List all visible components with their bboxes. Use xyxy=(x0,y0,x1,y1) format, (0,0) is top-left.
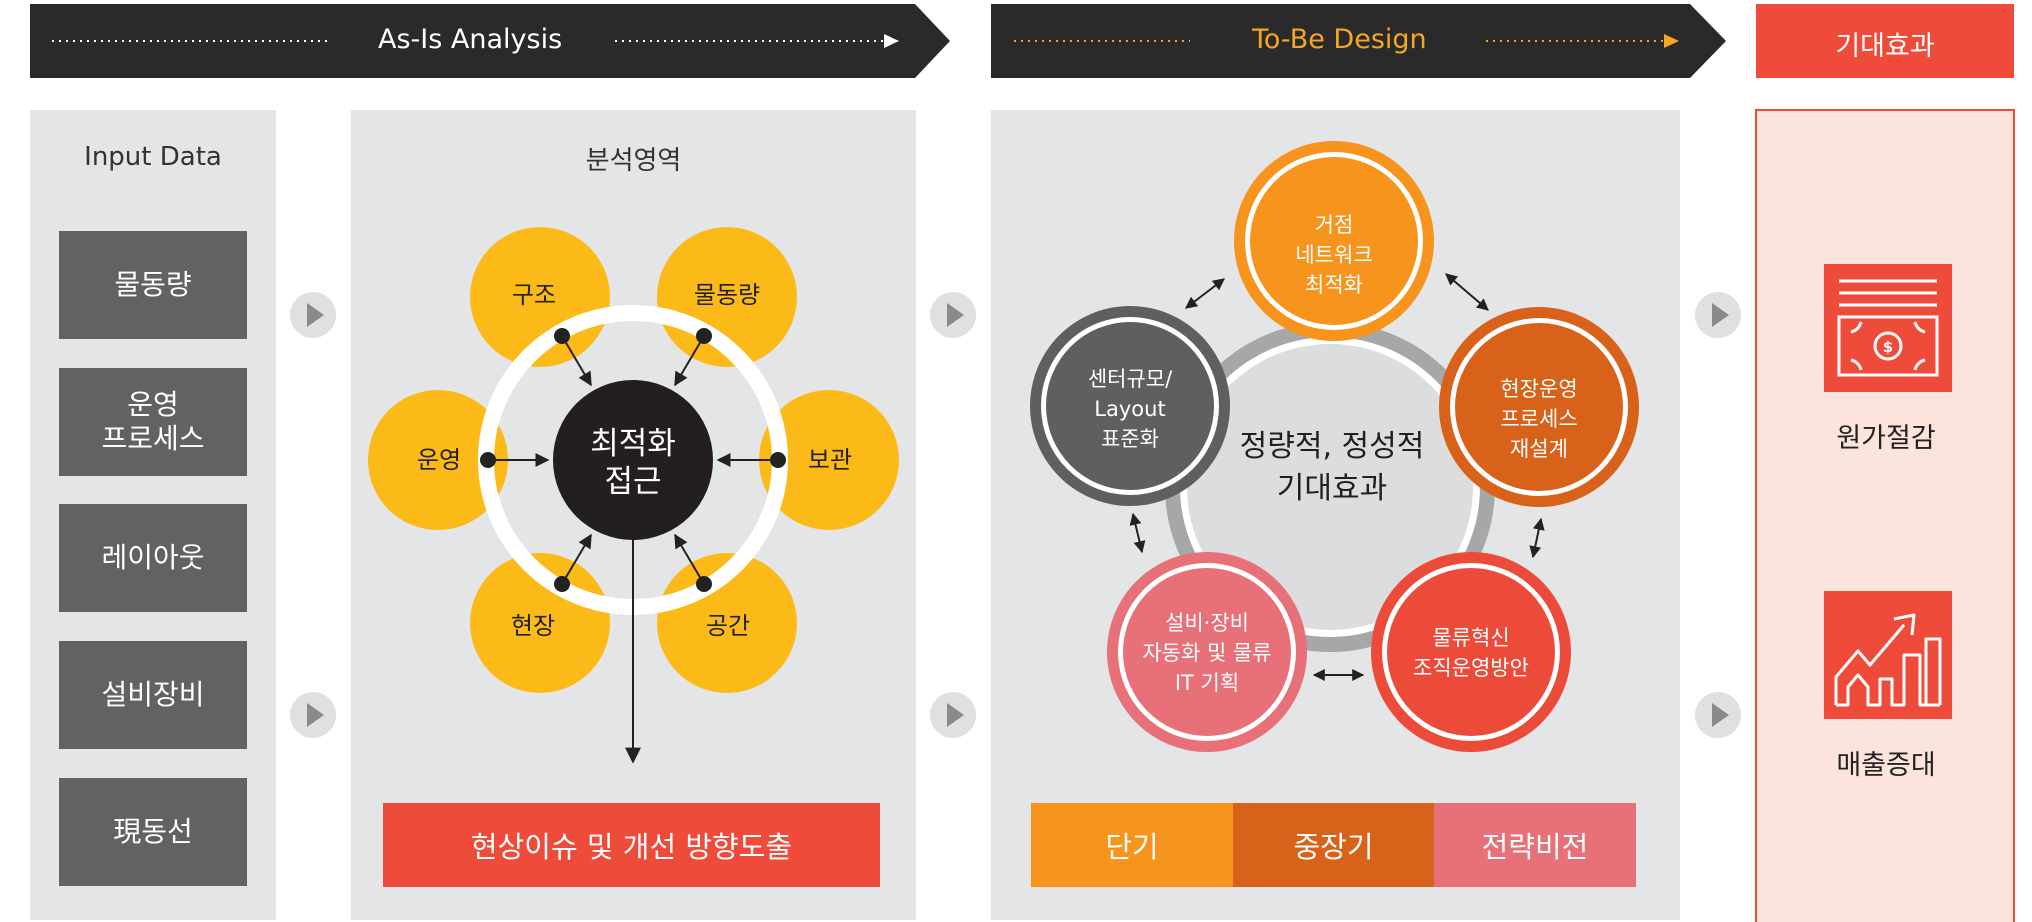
input-panel-title: Input Data xyxy=(84,142,222,172)
design-center-line1: 정량적, 정성적 xyxy=(1240,429,1425,464)
flow-arrow-icon xyxy=(307,303,324,327)
analysis-diagram: 구조 물동량 운영 보관 현장 공간 최적화 접근 xyxy=(368,227,899,764)
flow-arrow-icon xyxy=(1712,303,1729,327)
design-center-line2: 기대효과 xyxy=(1277,471,1387,506)
sales-growth-icon xyxy=(1824,591,1952,719)
node-process-line1: 현장운영 xyxy=(1500,377,1577,401)
analysis-result-bar: 현상이슈 및 개선 방향도출 xyxy=(383,803,880,887)
to-be-header-label: To-Be Design xyxy=(1252,24,1427,55)
petal-label-site: 현장 xyxy=(511,612,555,640)
input-item-process: 운영 프로세스 xyxy=(59,368,247,476)
center-label-line2: 접근 xyxy=(604,464,661,500)
flow-arrow-icon xyxy=(1712,703,1729,727)
input-item-flow: 現동선 xyxy=(59,778,247,886)
node-organization-line1: 물류혁신 xyxy=(1432,626,1509,650)
node-layout xyxy=(1030,306,1230,506)
header-arrows xyxy=(30,4,2014,78)
effect-header-label: 기대효과 xyxy=(1835,31,1935,62)
center-label-line1: 최적화 xyxy=(590,426,676,462)
node-layout-line3: 표준화 xyxy=(1101,427,1159,451)
svg-text:$: $ xyxy=(1883,338,1893,356)
node-network-line3: 최적화 xyxy=(1305,273,1363,297)
petal-label-structure: 구조 xyxy=(512,281,556,309)
node-automation-line1: 설비·장비 xyxy=(1165,611,1249,635)
petal-label-volume: 물동량 xyxy=(694,281,760,309)
effect-sales-growth-label: 매출증대 xyxy=(1836,750,1936,781)
effect-panel xyxy=(1755,109,2015,922)
node-automation xyxy=(1107,552,1307,752)
term-strategy: 전략비전 xyxy=(1434,803,1636,887)
node-network-line1: 거점 xyxy=(1315,213,1354,237)
input-item-layout: 레이아웃 xyxy=(59,504,247,612)
node-organization xyxy=(1371,552,1571,752)
flow-arrow-icon xyxy=(307,703,324,727)
node-layout-line2: Layout xyxy=(1094,397,1165,421)
as-is-header-label: As-Is Analysis xyxy=(378,24,563,55)
input-item-equipment: 설비장비 xyxy=(59,641,247,749)
petal-storage xyxy=(759,390,899,530)
flow-arrow-icon xyxy=(947,303,964,327)
term-mid-long: 중장기 xyxy=(1233,803,1434,887)
design-diagram: 거점 네트워크 최적화 현장운영 프로세스 재설계 물류혁신 조직운영방안 설비… xyxy=(1030,141,1639,752)
design-center-circle xyxy=(1187,344,1473,630)
petal-label-storage: 보관 xyxy=(808,446,852,474)
node-process xyxy=(1439,307,1639,507)
cost-saving-icon: $ xyxy=(1824,264,1952,392)
node-network xyxy=(1234,141,1434,341)
effect-header-box xyxy=(1756,4,2014,78)
center-optimization-circle xyxy=(553,380,713,540)
node-process-line2: 프로세스 xyxy=(1500,407,1577,431)
to-be-header-arrow xyxy=(991,4,1726,78)
flow-arrow-icon xyxy=(947,703,964,727)
petal-operation xyxy=(368,390,508,530)
node-process-line3: 재설계 xyxy=(1510,437,1568,461)
effect-cost-saving-label: 원가절감 xyxy=(1836,423,1936,454)
node-automation-line2: 자동화 및 물류 xyxy=(1142,641,1271,665)
petal-label-operation: 운영 xyxy=(417,446,461,474)
node-organization-line2: 조직운영방안 xyxy=(1413,656,1529,680)
node-network-line2: 네트워크 xyxy=(1295,243,1372,267)
analysis-panel-title: 분석영역 xyxy=(585,146,682,176)
term-short: 단기 xyxy=(1031,803,1233,887)
as-is-header-arrow xyxy=(30,4,950,78)
node-automation-line3: IT 기획 xyxy=(1175,671,1239,695)
input-item-volume: 물동량 xyxy=(59,231,247,339)
node-layout-line1: 센터규모/ xyxy=(1088,367,1173,391)
petal-label-space: 공간 xyxy=(706,612,750,640)
